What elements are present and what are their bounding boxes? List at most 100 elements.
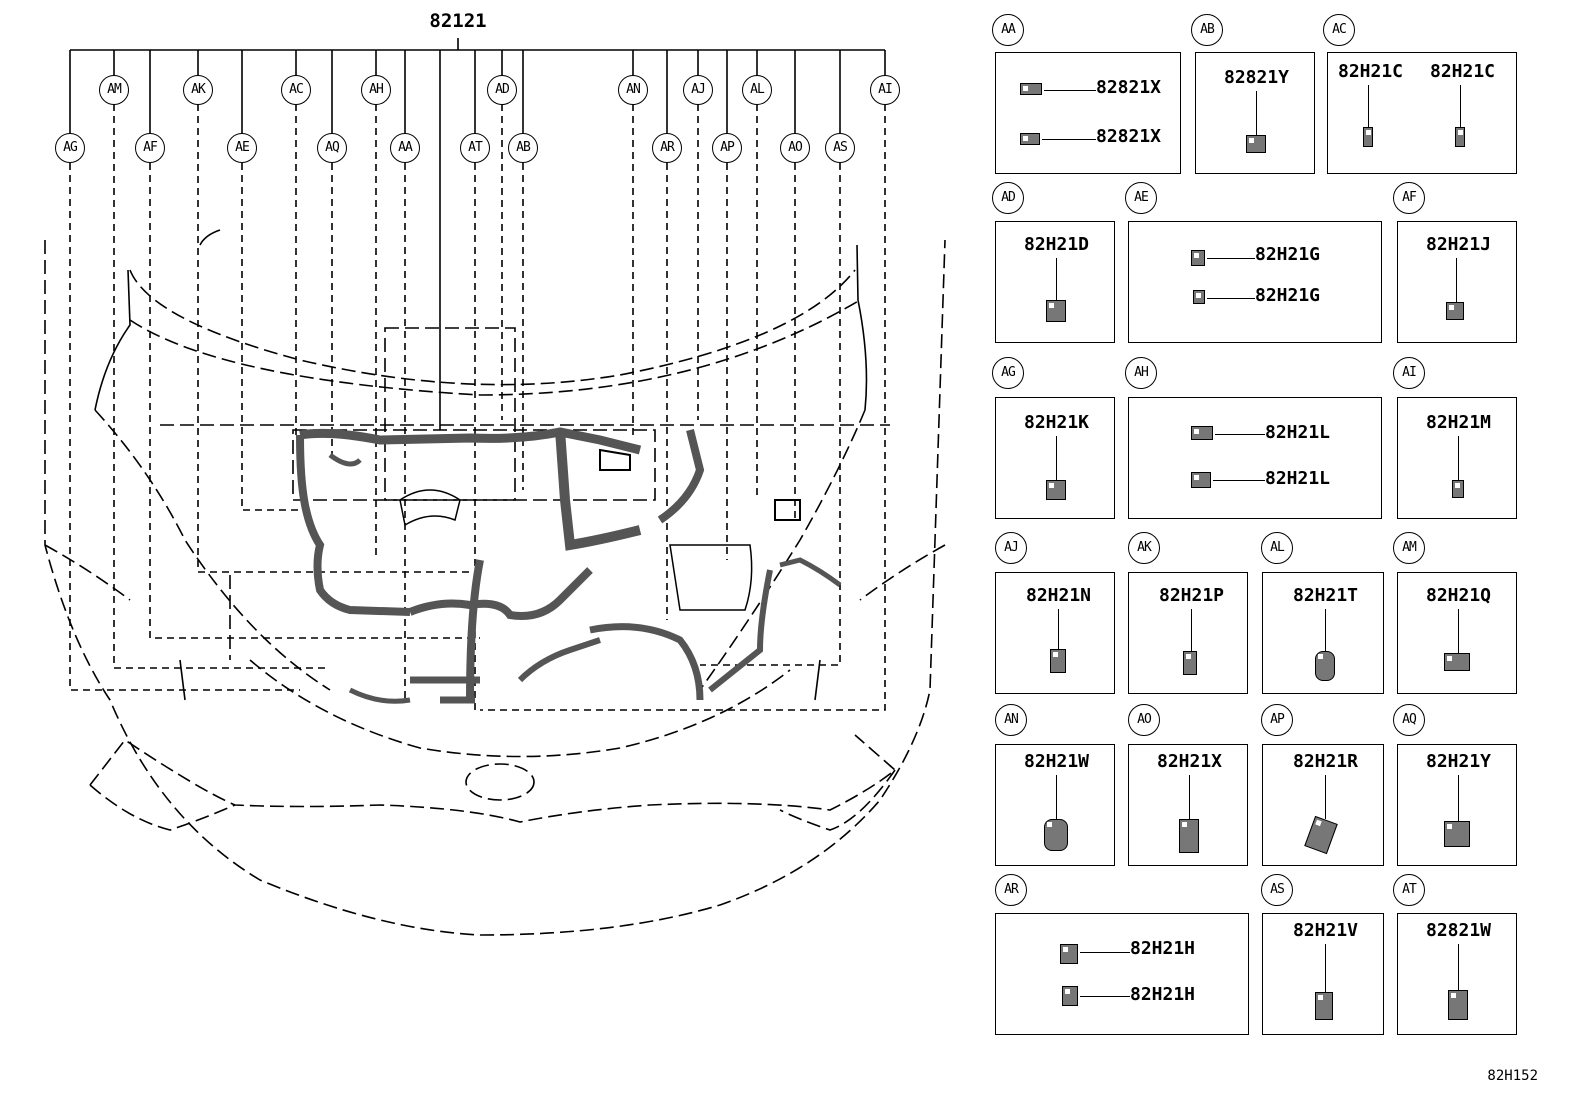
- callout-aj: AJ: [683, 75, 713, 105]
- panel-ah: 82H21L 82H21L: [1128, 397, 1382, 519]
- panel-an: 82H21W: [995, 744, 1115, 866]
- panel-tag-as: AS: [1261, 874, 1293, 906]
- callout-aa: AA: [390, 133, 420, 163]
- callout-af: AF: [135, 133, 165, 163]
- callout-ag: AG: [55, 133, 85, 163]
- vehicle-body-solid-lines: [94, 229, 868, 701]
- panel-aa: 82821X 82821X: [995, 52, 1181, 174]
- leader-line: [1460, 85, 1461, 127]
- panel-aj: 82H21N: [995, 572, 1115, 694]
- leader-line: [1080, 996, 1130, 997]
- callout-as: AS: [825, 133, 855, 163]
- part-number: 82H21G: [1255, 285, 1321, 306]
- panel-ag: 82H21K: [995, 397, 1115, 519]
- leader-line: [1458, 436, 1459, 480]
- part-number: 82H21R: [1293, 751, 1359, 772]
- panel-tag-am: AM: [1393, 532, 1425, 564]
- panel-ap: 82H21R: [1262, 744, 1384, 866]
- part-number: 82H21D: [1024, 234, 1090, 255]
- leader-line: [1215, 434, 1265, 435]
- panel-al: 82H21T: [1262, 572, 1384, 694]
- panel-ae: 82H21G 82H21G: [1128, 221, 1382, 343]
- leader-line: [1368, 85, 1369, 127]
- leader-line: [1458, 775, 1459, 821]
- panel-tag-ar: AR: [995, 874, 1027, 906]
- panel-tag-an: AN: [995, 704, 1027, 736]
- panel-tag-af: AF: [1393, 182, 1425, 214]
- leader-line: [1456, 258, 1457, 302]
- leader-line: [1191, 609, 1192, 651]
- connector-icon: [1062, 986, 1078, 1006]
- connector-icon: [1046, 480, 1066, 500]
- part-number: 82H21H: [1130, 984, 1196, 1005]
- panel-tag-al: AL: [1261, 532, 1293, 564]
- callout-ao: AO: [780, 133, 810, 163]
- part-number: 82H21Y: [1426, 751, 1492, 772]
- part-number: 82H21N: [1026, 585, 1092, 606]
- panel-tag-ae: AE: [1125, 182, 1157, 214]
- part-number: 82H21G: [1255, 244, 1321, 265]
- panel-at: 82821W: [1397, 913, 1517, 1035]
- part-number: 82821Y: [1224, 67, 1290, 88]
- part-number: 82H21M: [1426, 412, 1492, 433]
- callout-ak: AK: [183, 75, 213, 105]
- connector-icon: [1044, 819, 1068, 851]
- part-number: 82H21L: [1265, 422, 1331, 443]
- connector-icon: [1193, 290, 1205, 304]
- leader-line: [1042, 139, 1096, 140]
- panel-tag-ap: AP: [1261, 704, 1293, 736]
- vehicle-body-outline: [44, 239, 946, 936]
- panel-tag-aq: AQ: [1393, 704, 1425, 736]
- part-number: 82H21L: [1265, 468, 1331, 489]
- leader-line: [1458, 609, 1459, 653]
- connector-icon: [1455, 127, 1465, 147]
- leader-line: [1044, 90, 1096, 91]
- panel-tag-ao: AO: [1128, 704, 1160, 736]
- connector-icon: [1191, 472, 1211, 488]
- connector-icon: [1191, 426, 1213, 440]
- part-number: 82H21K: [1024, 412, 1090, 433]
- leader-line: [1189, 775, 1190, 819]
- part-number: 82821W: [1426, 920, 1492, 941]
- panel-ad: 82H21D: [995, 221, 1115, 343]
- leader-line: [1458, 944, 1459, 990]
- leader-line: [1325, 609, 1326, 651]
- callout-ai: AI: [870, 75, 900, 105]
- panel-am: 82H21Q: [1397, 572, 1517, 694]
- connector-icon: [1304, 815, 1338, 855]
- connector-icon: [1448, 990, 1468, 1020]
- callout-at: AT: [460, 133, 490, 163]
- connector-icon: [1191, 250, 1205, 266]
- connector-icon: [1050, 649, 1066, 673]
- panel-tag-ab: AB: [1191, 14, 1223, 46]
- leader-line: [1080, 952, 1130, 953]
- part-number: 82H21W: [1024, 751, 1090, 772]
- callout-aq: AQ: [317, 133, 347, 163]
- panel-tag-aa: AA: [992, 14, 1024, 46]
- connector-icon: [1020, 83, 1042, 95]
- callout-ap: AP: [712, 133, 742, 163]
- callout-an: AN: [618, 75, 648, 105]
- callout-am: AM: [99, 75, 129, 105]
- part-number: 82H21H: [1130, 938, 1196, 959]
- main-part-bracket: [69, 38, 886, 430]
- panel-af: 82H21J: [1397, 221, 1517, 343]
- part-number: 82H21V: [1293, 920, 1359, 941]
- panel-tag-aj: AJ: [995, 532, 1027, 564]
- leader-line: [1325, 775, 1326, 819]
- connector-icon: [1315, 992, 1333, 1020]
- panel-aq: 82H21Y: [1397, 744, 1517, 866]
- leader-line: [1213, 480, 1265, 481]
- panel-ao: 82H21X: [1128, 744, 1248, 866]
- connector-icon: [1060, 944, 1078, 964]
- part-number: 82H21P: [1159, 585, 1225, 606]
- part-number: 82H21T: [1293, 585, 1359, 606]
- leader-line: [1256, 91, 1257, 135]
- connector-icon: [1046, 300, 1066, 322]
- connector-icon: [1179, 819, 1199, 853]
- leader-line: [1056, 436, 1057, 480]
- callout-ad: AD: [487, 75, 517, 105]
- panel-tag-ah: AH: [1125, 357, 1157, 389]
- wire-harness: [296, 427, 842, 704]
